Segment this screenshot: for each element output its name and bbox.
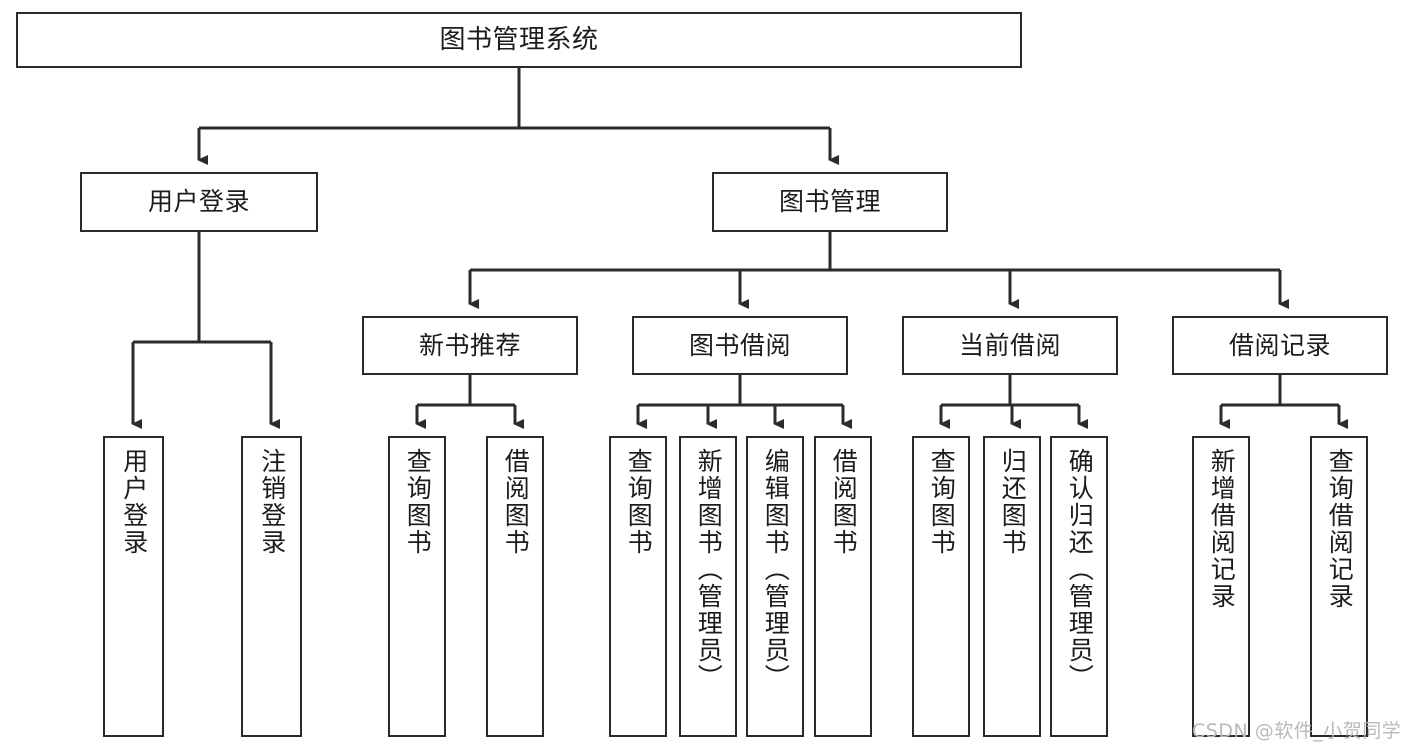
- node-new-book-recommend-label: 新书推荐: [418, 330, 521, 360]
- node-current-borrow[interactable]: 当前借阅: [902, 316, 1118, 375]
- node-new-book-recommend[interactable]: 新书推荐: [362, 316, 578, 375]
- leaf-query-book-newbook[interactable]: 查询图书: [388, 436, 446, 737]
- node-book-management[interactable]: 图书管理: [712, 172, 948, 232]
- node-borrow-records-label: 借阅记录: [1228, 330, 1331, 360]
- leaf-add-book-admin[interactable]: 新增图书（管理员）: [679, 436, 737, 737]
- node-root[interactable]: 图书管理系统: [16, 12, 1022, 68]
- leaf-user-login-label: 用户登录: [119, 448, 149, 556]
- leaf-user-login[interactable]: 用户登录: [103, 436, 164, 737]
- leaf-lend-book-label: 借阅图书: [829, 448, 859, 556]
- leaf-query-borrow-record-label: 查询借阅记录: [1325, 448, 1355, 610]
- leaf-logout[interactable]: 注销登录: [241, 436, 302, 737]
- node-book-management-label: 图书管理: [778, 187, 881, 217]
- leaf-edit-book-admin[interactable]: 编辑图书（管理员）: [746, 436, 804, 737]
- leaf-confirm-return-admin-label: 确认归还（管理员）: [1065, 448, 1095, 691]
- leaf-edit-book-admin-label: 编辑图书（管理员）: [761, 448, 791, 691]
- leaf-borrow-book-newbook-label: 借阅图书: [501, 448, 531, 556]
- leaf-query-book-borrow[interactable]: 查询图书: [609, 436, 667, 737]
- leaf-lend-book[interactable]: 借阅图书: [814, 436, 872, 737]
- leaf-query-book-current-label: 查询图书: [927, 448, 957, 556]
- leaf-return-book-label: 归还图书: [998, 448, 1028, 556]
- node-borrow-records[interactable]: 借阅记录: [1172, 316, 1388, 375]
- csdn-watermark: CSDN @软件_小贺同学: [1192, 720, 1402, 742]
- leaf-query-book-newbook-label: 查询图书: [403, 448, 433, 556]
- node-user-login[interactable]: 用户登录: [80, 172, 318, 232]
- leaf-query-book-borrow-label: 查询图书: [624, 448, 654, 556]
- leaf-add-borrow-record[interactable]: 新增借阅记录: [1192, 436, 1250, 737]
- node-root-label: 图书管理系统: [439, 24, 599, 55]
- leaf-query-borrow-record[interactable]: 查询借阅记录: [1310, 436, 1368, 737]
- leaf-add-book-admin-label: 新增图书（管理员）: [694, 448, 724, 691]
- node-user-login-label: 用户登录: [147, 187, 250, 217]
- leaf-borrow-book-newbook[interactable]: 借阅图书: [486, 436, 544, 737]
- leaf-add-borrow-record-label: 新增借阅记录: [1207, 448, 1237, 610]
- leaf-query-book-current[interactable]: 查询图书: [912, 436, 970, 737]
- leaf-return-book[interactable]: 归还图书: [983, 436, 1041, 737]
- node-current-borrow-label: 当前借阅: [958, 330, 1061, 360]
- node-book-borrow-label: 图书借阅: [688, 330, 791, 360]
- leaf-confirm-return-admin[interactable]: 确认归还（管理员）: [1050, 436, 1108, 737]
- leaf-logout-label: 注销登录: [257, 448, 287, 556]
- node-book-borrow[interactable]: 图书借阅: [632, 316, 848, 375]
